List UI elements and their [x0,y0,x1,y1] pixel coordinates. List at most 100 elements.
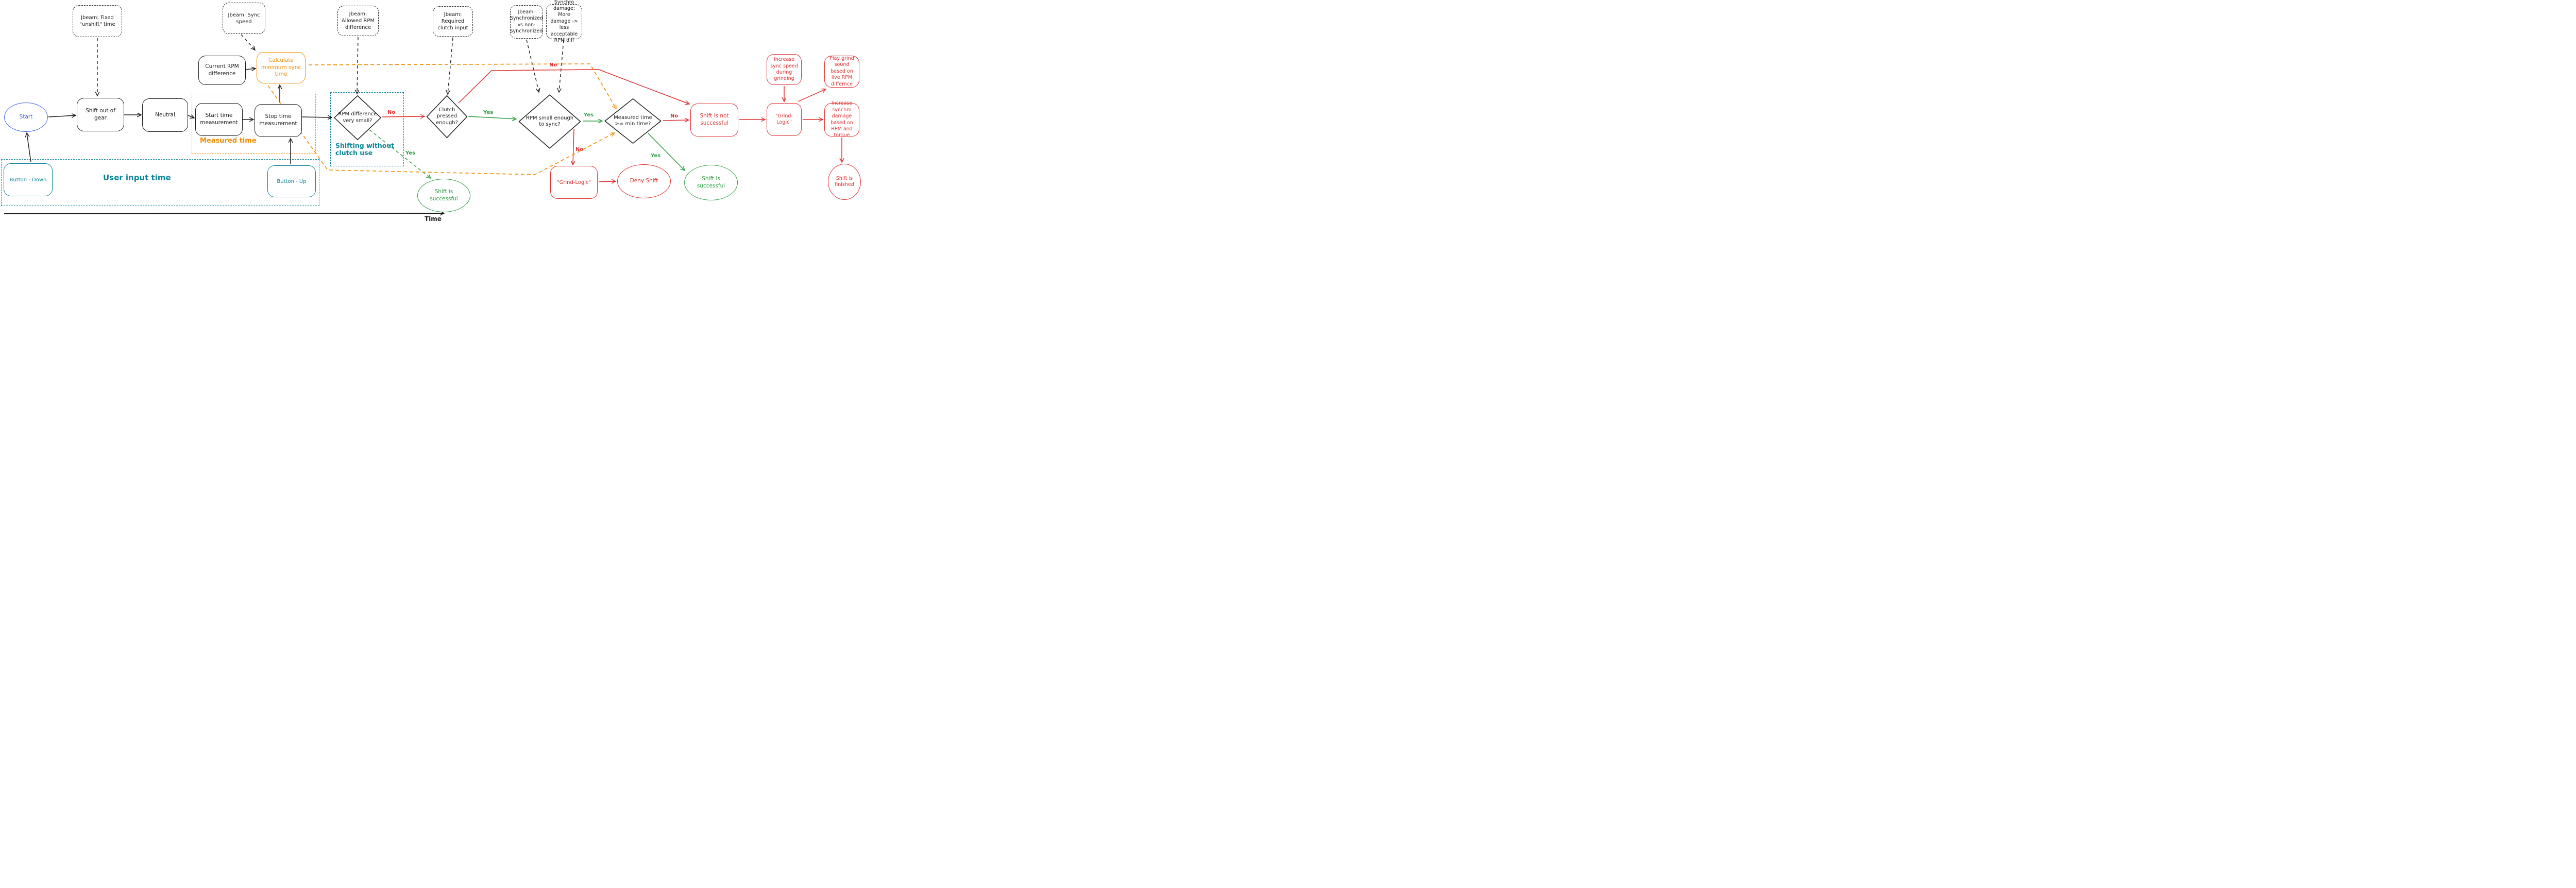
node-play-grind-sound: Play grind sound based on live RPM diffe… [824,56,859,88]
shifting-without-clutch-label: Shifting without clutch use [335,142,395,157]
node-start: Start [4,103,48,132]
flowchart-canvas: Measured time User input time Shifting w… [0,0,882,222]
node-label: Increase synchro damage based on RPM and… [831,100,853,139]
edge-label-no-2: No [549,62,557,68]
measured-time-label: Measured time [200,137,257,145]
decision-label: RPM difference very small? [338,111,377,124]
diamond-shape [518,94,582,149]
user-input-time-zone [1,159,319,206]
note-synchro-damage: Synchro damage: More damage -> less acce… [546,0,582,43]
note-jbeam-synchronized: Jbeam: Synchronized vs non-synchronized [510,5,543,39]
node-label: Shift is successful [430,188,458,202]
node-label: "Grind-Logic" [775,113,793,125]
node-button-down: Button - Down [4,163,53,196]
edge-no-measured-to-notsuccessful [663,120,689,121]
edge-no-rpmsmall-to-grindlogic [573,128,574,165]
edge-calc-to-measured-top [308,63,616,109]
edge-label-no-4: No [670,113,679,119]
edge-currentrpm-to-calc [245,69,256,70]
edge-no-rpmdiff-to-clutch [382,116,425,117]
edge-yes-measured-to-successful [648,133,685,170]
red-arrows [382,69,842,182]
edge-label-yes-2: Yes [483,110,494,115]
node-label: Button - Up [277,178,307,184]
edge-synchrodamage-to-rpmsmall [559,40,564,92]
time-axis-label: Time [425,215,442,222]
node-increase-synchro-damage: Increase synchro damage based on RPM and… [824,100,859,139]
node-shift-out-of-gear: Shift out of gear [77,98,124,131]
measured-time-zone [192,94,316,153]
note-jbeam-allowed-rpm-difference: Jbeam: Allowed RPM difference [337,6,379,36]
node-label: Calculate minimum sync time [261,57,301,78]
edge-grindlogic-to-grindsound [798,89,826,102]
node-shift-is-successful-clutchless: Shift is successful [417,179,470,212]
note-label: Jbeam: Sync speed [228,12,260,25]
node-deny-shift: Deny Shift [617,164,671,198]
node-label: Start [19,113,33,120]
dashed-note-arrows [97,34,564,96]
decision-label: Measured time >= min time? [614,114,652,127]
decision-label: RPM small enough to sync? [526,115,574,128]
decision-measured-time-ge-min-time: Measured time >= min time? [604,98,662,144]
node-shift-is-not-successful: Shift is not successful [690,104,738,136]
edge-label-no-3: No [575,147,584,152]
decision-clutch-pressed-enough: Clutch pressed enough? [426,95,468,139]
edge-yes-rpmdiff-to-successful [369,129,431,178]
edge-jbeamrequired-to-clutch [448,37,453,94]
edge-yes-clutch-to-rpmsmall [468,116,516,119]
node-stop-time-measurement: Stop time measurement [255,104,302,137]
diamond-shape [604,98,662,144]
node-shift-is-finished: Shift is finished [828,164,861,200]
user-input-time-label: User input time [103,173,171,182]
note-label: Jbeam: Fixed "unshift" time [79,15,115,27]
node-label: Deny Shift [630,178,658,184]
node-grind-logic: "Grind-Logic" [767,103,802,136]
node-label: Increase sync speed during grinding [770,57,798,82]
black-arrows [27,69,332,164]
node-label: "Grind-Logic" [556,179,591,185]
time-axis-line [4,213,444,214]
edge-label-yes-3: Yes [584,112,594,118]
node-label: Shift is successful [697,175,725,189]
edge-jbeamallowed-to-rpmdiff [357,37,358,94]
node-label: Stop time measurement [259,113,297,127]
node-button-up: Button - Up [267,165,316,197]
node-label: Shift is finished [835,175,854,187]
node-neutral: Neutral [142,98,188,132]
node-start-time-measurement: Start time measurement [195,103,243,136]
decision-label: Clutch pressed enough? [436,107,458,126]
edge-grindlogic-to-denyshift [598,181,616,182]
decision-rpm-difference-very-small: RPM difference very small? [333,95,382,141]
edge-no-clutch-to-notsuccessful [458,69,689,104]
edge-buttondown-to-start [27,133,31,163]
node-calculate-minimum-sync-time: Calculate minimum sync time [257,52,306,83]
diamond-shape [333,95,382,141]
node-label: Current RPM difference [205,63,239,77]
diamond-shape [426,95,468,139]
note-jbeam-fixed-unshift-time: Jbeam: Fixed "unshift" time [73,5,122,37]
node-label: Neutral [155,111,175,118]
node-shift-is-successful-mid: Shift is successful [684,165,738,200]
time-axis [4,213,444,214]
shifting-without-clutch-zone [330,92,404,166]
node-label: Shift out of gear [86,107,115,121]
node-label: Button - Down [9,177,47,183]
node-increase-sync-speed: Increase sync speed during grinding [767,54,802,85]
edge-label-yes-4: Yes [651,153,661,159]
node-label: Shift is not successful [700,113,729,126]
note-jbeam-sync-speed: Jbeam: Sync speed [223,3,265,34]
note-label: Jbeam: Allowed RPM difference [342,11,375,30]
decision-rpm-small-enough-to-sync: RPM small enough to sync? [518,94,582,149]
node-label: Start time measurement [200,112,238,126]
note-label: Jbeam: Required clutch input [437,12,468,31]
green-arrows [369,116,685,178]
edge-jbeamsynchronized-to-rpmsmall [526,39,539,92]
note-label: Synchro damage: More damage -> less acce… [550,0,578,43]
edge-start-to-shiftout [48,115,76,117]
node-label: Play grind sound based on live RPM diffe… [829,56,854,87]
edge-jbeamsync-to-calc [241,34,255,50]
node-grind-logic-deny: "Grind-Logic" [550,166,598,199]
edge-label-no-1: No [387,110,396,115]
note-label: Jbeam: Synchronized vs non-synchronized [510,9,543,34]
edge-label-yes-1: Yes [405,150,416,156]
